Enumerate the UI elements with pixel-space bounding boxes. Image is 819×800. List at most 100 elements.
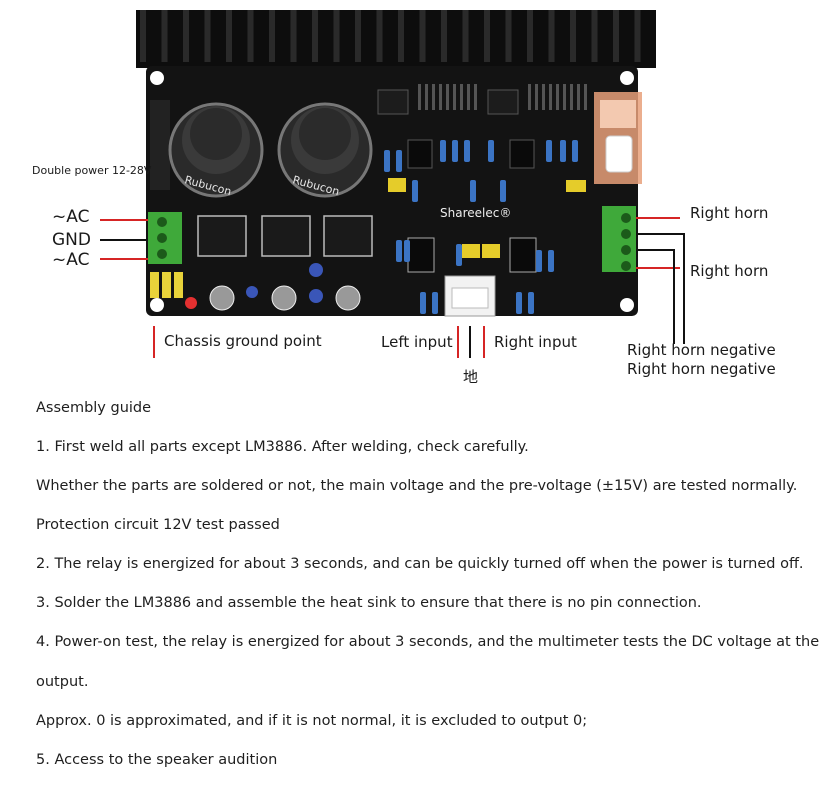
chip-pin (563, 84, 566, 110)
small-capacitor (209, 285, 235, 311)
heatsink-fin (398, 10, 404, 62)
guide-line: Protection circuit 12V test passed (36, 517, 280, 533)
guide-line: Approx. 0 is approximated, and if it is … (36, 713, 588, 729)
left-input-label: Left input (381, 333, 453, 351)
heatsink-fin (570, 10, 576, 62)
resistor (470, 180, 476, 202)
heatsink-fin (441, 10, 447, 62)
guide-line: output. (36, 674, 89, 690)
resistor (384, 150, 390, 172)
power-terminal-block (148, 212, 182, 264)
heatsink-fin (376, 10, 383, 62)
film-capacitor (462, 244, 480, 258)
chip-pin (577, 84, 580, 110)
heatsink-fin (419, 10, 426, 62)
resistor (404, 240, 410, 262)
amplifier-board-diagram: Rubucon Rubucon (0, 0, 800, 392)
resistor (396, 240, 402, 262)
heatsink-fin (591, 10, 598, 62)
protection-relay (594, 92, 642, 184)
op-amp-chip (509, 237, 537, 273)
heatsink-fin (290, 10, 297, 62)
chip-pin (584, 84, 587, 110)
small-capacitor (271, 285, 297, 311)
filter-capacitor-right (277, 102, 373, 198)
ac-top-label: ~AC (52, 207, 90, 227)
chip-pin (460, 84, 463, 110)
heatsink-fins (140, 10, 641, 62)
heatsink-fin (333, 10, 340, 62)
heatsink-fin (247, 10, 254, 62)
chassis-ground-label: Chassis ground point (164, 332, 322, 350)
op-amp-chip (407, 139, 433, 169)
chip-pin (432, 84, 435, 110)
heatsink-fin (312, 10, 318, 62)
heatsink (136, 10, 656, 68)
resistor (548, 250, 554, 272)
small-capacitor (309, 289, 323, 303)
resistor (560, 140, 566, 162)
filter-capacitor-left (168, 102, 264, 198)
board-illustration: Rubucon Rubucon (100, 10, 685, 358)
chip-pin (446, 84, 449, 110)
fuse (174, 272, 183, 298)
guide-line: 1. First weld all parts except LM3886. A… (36, 439, 529, 455)
resistor (440, 140, 446, 162)
side-heatsink (150, 100, 170, 190)
guide-title: Assembly guide (36, 400, 152, 416)
chip-pin (570, 84, 573, 110)
heatsink-fin (269, 10, 275, 62)
resistor (456, 244, 462, 266)
op-amp-chip (407, 237, 435, 273)
resistors (384, 140, 578, 314)
mount-hole (620, 71, 634, 85)
gnd-label: GND (52, 230, 91, 250)
chip-pin (556, 84, 559, 110)
heatsink-fin (484, 10, 490, 62)
ic-header (487, 89, 519, 115)
chip-pin (549, 84, 552, 110)
mount-hole (150, 71, 164, 85)
small-capacitor (246, 286, 258, 298)
rectifier-heatsink (323, 215, 373, 257)
rectifier-heatsink (261, 215, 311, 257)
resistor (452, 140, 458, 162)
guide-line: 2. The relay is energized for about 3 se… (36, 556, 804, 572)
speaker-terminal-block (602, 206, 636, 272)
chip-pins (418, 84, 587, 110)
brand-logo: Shareelec® (440, 206, 511, 220)
guide-line: 5. Access to the speaker audition (36, 752, 278, 768)
mount-hole (620, 298, 634, 312)
resistor (516, 292, 522, 314)
resistor (432, 292, 438, 314)
mount-hole (150, 298, 164, 312)
chip-pin (535, 84, 538, 110)
heatsink-fin (505, 10, 512, 62)
guide-line: Whether the parts are soldered or not, t… (36, 478, 798, 494)
resistor (500, 180, 506, 202)
heatsink-fin (226, 10, 232, 62)
heatsink-fin (183, 10, 189, 62)
ic-header (377, 89, 409, 115)
power-led (185, 297, 197, 309)
resistor (546, 140, 552, 162)
power-label: Double power 12-28V (32, 164, 152, 177)
guide-line: 3. Solder the LM3886 and assemble the he… (36, 595, 702, 611)
resistor (420, 292, 426, 314)
film-capacitor (388, 178, 406, 192)
resistor (412, 180, 418, 202)
heatsink-fin (527, 10, 533, 62)
input-connector (444, 275, 496, 317)
right-horn-bottom-label: Right horn (690, 262, 769, 280)
chip-pin (467, 84, 470, 110)
right-horn-top-label: Right horn (690, 204, 769, 222)
resistor (536, 250, 542, 272)
resistor (572, 140, 578, 162)
film-capacitor (566, 180, 586, 192)
neg-pointer-line (636, 233, 685, 344)
chip-pin (453, 84, 456, 110)
resistor (464, 140, 470, 162)
op-amp-chip (509, 139, 535, 169)
heatsink-fin (204, 10, 211, 62)
small-capacitor (335, 285, 361, 311)
